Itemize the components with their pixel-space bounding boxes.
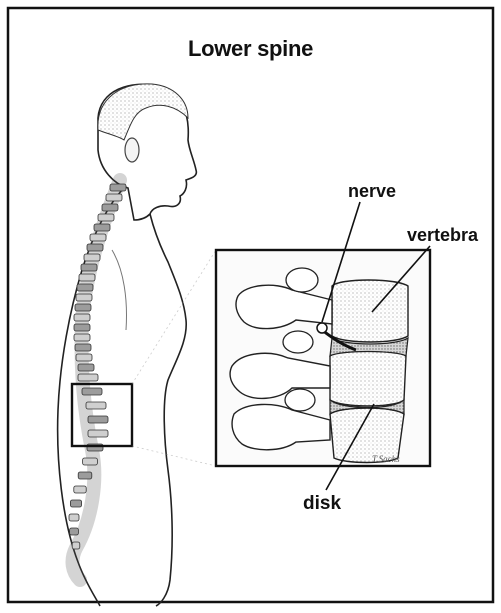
artist-signature: T.Sachs [372, 454, 400, 464]
spine-vertebra [84, 254, 100, 261]
nerve-ganglion [317, 323, 327, 333]
spine [69, 180, 126, 580]
facet-lower [285, 389, 315, 411]
spine-vertebra [69, 514, 79, 521]
spine-vertebra [74, 486, 86, 493]
label-vertebra: vertebra [407, 226, 478, 244]
label-disk: disk [303, 494, 341, 513]
spine-vertebra [70, 528, 79, 535]
spine-vertebra [75, 304, 91, 311]
spine-vertebra [81, 264, 97, 271]
spine-vertebra [74, 324, 90, 331]
zoom-connector-bottom [132, 446, 216, 466]
vertebra-body-upper [332, 280, 408, 342]
spine-vertebra [98, 214, 114, 221]
spine-vertebra [88, 416, 108, 423]
arm-hint [112, 250, 126, 330]
spine-vertebra [78, 374, 98, 381]
spine-vertebra [76, 294, 92, 301]
spine-vertebra [76, 354, 92, 361]
spine-vertebra [74, 314, 90, 321]
spine-vertebra [77, 284, 93, 291]
spine-vertebra [88, 430, 108, 437]
spine-vertebra [83, 458, 98, 465]
spine-vertebra [79, 274, 95, 281]
spine-vertebra [87, 244, 103, 251]
ear [125, 138, 139, 162]
spine-vertebra [106, 194, 122, 201]
front-outline [150, 214, 186, 606]
zoom-connector-top [132, 250, 216, 384]
spine-vertebra [74, 334, 90, 341]
facet-middle [283, 331, 313, 353]
vertebra-body-middle [330, 350, 406, 406]
spine-vertebra [70, 500, 81, 507]
spine-vertebra [75, 344, 91, 351]
spine-vertebra [78, 364, 94, 371]
spine-vertebra [110, 184, 126, 191]
spine-vertebra [72, 542, 80, 549]
facet-upper [286, 268, 318, 292]
diagram-title: Lower spine [0, 38, 501, 60]
spine-vertebra [94, 224, 110, 231]
label-nerve: nerve [348, 182, 396, 200]
spine-vertebra [78, 472, 92, 479]
spine-vertebra [102, 204, 118, 211]
spine-vertebra [86, 402, 106, 409]
spine-vertebra [82, 388, 102, 395]
spine-vertebra [90, 234, 106, 241]
